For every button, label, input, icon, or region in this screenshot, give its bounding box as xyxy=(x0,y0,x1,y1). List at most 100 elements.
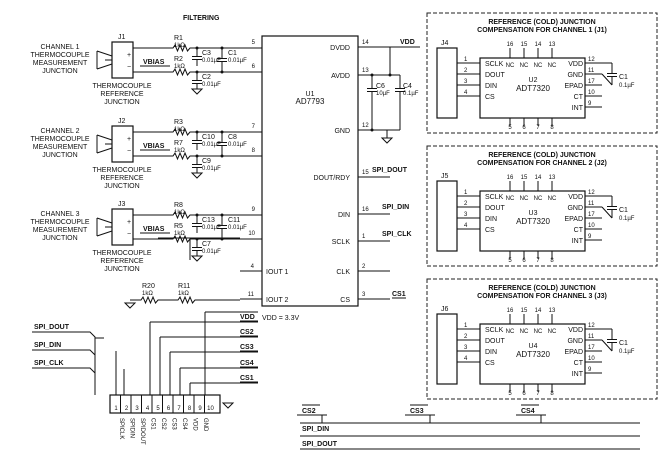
resistor-designator: R20 xyxy=(142,283,155,290)
connector-J6 xyxy=(436,313,458,385)
net-label: CS2 xyxy=(240,329,254,336)
u1-pin-number: 16 xyxy=(362,207,369,213)
sensor-pin-number: 10 xyxy=(588,356,595,362)
u1-pin-number: 15 xyxy=(362,170,369,176)
sensor-pin-number: 6 xyxy=(522,391,526,397)
sensor-pin-name: CS xyxy=(485,227,495,234)
sensor-pin-name: DOUT xyxy=(485,338,506,345)
compensation-block xyxy=(426,278,658,400)
sensor-pin-number: 4 xyxy=(464,356,468,362)
resistor-bottom xyxy=(170,67,193,77)
sensor-pin-number: 15 xyxy=(521,42,528,48)
sensor-pin-number: 14 xyxy=(535,175,542,181)
nc-label: NC xyxy=(520,196,529,202)
connector-J4 xyxy=(436,47,458,119)
supply-note: VDD = 3.3V xyxy=(262,315,299,322)
cold-reference-label: JUNCTION xyxy=(104,266,139,273)
channel-label: CHANNEL 1 xyxy=(40,44,79,51)
pin-number: 9 xyxy=(252,207,256,213)
sensor-pin-number: 16 xyxy=(507,308,514,314)
capacitor-value: 0.01µF xyxy=(202,166,221,172)
connector-J5 xyxy=(436,180,458,252)
sensor-pin-name: SCLK xyxy=(485,327,504,334)
net-label: VDD xyxy=(240,314,255,321)
junction-dot xyxy=(388,73,392,77)
channel-label: THERMOCOUPLE xyxy=(30,136,89,143)
u1-pin-name: CS xyxy=(340,297,350,304)
sensor-pin-name: VDD xyxy=(568,61,583,68)
nc-label: NC xyxy=(548,63,557,69)
sensor-pin-name: DIN xyxy=(485,83,497,90)
header-pin-name: VDD xyxy=(192,418,198,431)
header-pin-number: 6 xyxy=(167,406,171,412)
sensor-pin-number: 2 xyxy=(464,68,468,74)
sensor-pin-name: CT xyxy=(574,94,584,101)
connector-label: J1 xyxy=(118,34,126,41)
net-label: SPI_DIN xyxy=(34,342,61,349)
net-label-spi-dout: SPI_DOUT xyxy=(372,167,408,174)
sensor-pin-name: INT xyxy=(572,105,584,112)
net-label: SPI_DIN xyxy=(302,426,329,433)
sensor-pin-name: VDD xyxy=(568,327,583,334)
ground-symbol xyxy=(190,172,204,179)
part-number: AD7793 xyxy=(296,97,325,106)
capacitor-value: 10µF xyxy=(376,91,390,97)
sensor-pin-name: INT xyxy=(572,238,584,245)
ground-symbol xyxy=(190,255,204,262)
compensation-block xyxy=(426,145,658,267)
cold-reference-label: THERMOCOUPLE xyxy=(92,167,151,174)
sensor-pin-number: 11 xyxy=(588,201,595,207)
capacitor-designator: C13 xyxy=(202,217,215,224)
ground-symbol xyxy=(221,402,235,409)
vbias-label: VBIAS xyxy=(143,226,165,233)
u1-pin-name: AVDD xyxy=(331,73,350,80)
resistor-top xyxy=(170,43,193,53)
spi-wire xyxy=(32,349,96,358)
resistor-value: 1kΩ xyxy=(174,148,185,154)
header-pin-name: SPICLK xyxy=(118,418,124,439)
cap-wire xyxy=(601,339,613,352)
sensor-pin-number: 16 xyxy=(507,42,514,48)
sensor-pin-number: 14 xyxy=(535,308,542,314)
part-designator: U3 xyxy=(529,210,538,217)
u1-pin-number: 4 xyxy=(251,264,255,270)
capacitor-designator: C11 xyxy=(228,217,240,224)
net-label-spi-din: SPI_DIN xyxy=(382,204,409,211)
net-label: CS1 xyxy=(240,375,254,382)
capacitor-value: 0.01µF xyxy=(202,82,221,88)
header-pin-name: SPIDIN xyxy=(129,418,135,438)
nc-label: NC xyxy=(506,329,515,335)
sensor-pin-number: 12 xyxy=(588,57,595,63)
resistor-designator: R1 xyxy=(174,35,183,42)
net-label-cs1: CS1 xyxy=(392,291,406,298)
sensor-pin-number: 11 xyxy=(588,334,595,340)
sensor-pin-name: DOUT xyxy=(485,205,506,212)
sensor-pin-name: DOUT xyxy=(485,72,506,79)
channel-label: MEASUREMENT xyxy=(33,144,88,151)
block-title: REFERENCE (COLD) JUNCTION xyxy=(488,285,595,292)
nc-label: NC xyxy=(534,329,543,335)
channel-label: MEASUREMENT xyxy=(33,60,88,67)
u1-pin-name: DVDD xyxy=(330,45,350,52)
sensor-pin-number: 8 xyxy=(550,258,554,264)
u1-pin-number: 12 xyxy=(362,123,369,129)
capacitor-designator: C4 xyxy=(403,83,412,90)
thermocouple-wire xyxy=(96,134,113,141)
vdd-label: VDD xyxy=(400,39,415,46)
resistor-designator: R5 xyxy=(174,223,183,230)
sensor-pin-name: EPAD xyxy=(564,216,583,223)
capacitor-value: 0.01µF xyxy=(228,58,247,64)
sensor-pin-name: GND xyxy=(567,72,583,79)
header-pin-name: GND xyxy=(202,418,208,432)
ground-symbol xyxy=(380,137,394,144)
header-pin-number: 3 xyxy=(135,406,139,412)
sensor-pin-number: 5 xyxy=(508,391,512,397)
part-number: ADT7320 xyxy=(516,350,550,359)
pin-number: 6 xyxy=(252,64,256,70)
nc-label: NC xyxy=(534,196,543,202)
sensor-pin-number: 11 xyxy=(588,68,595,74)
sensor-pin-name: DIN xyxy=(485,216,497,223)
pin-number: 7 xyxy=(252,124,256,130)
connector-J1 xyxy=(111,41,134,79)
